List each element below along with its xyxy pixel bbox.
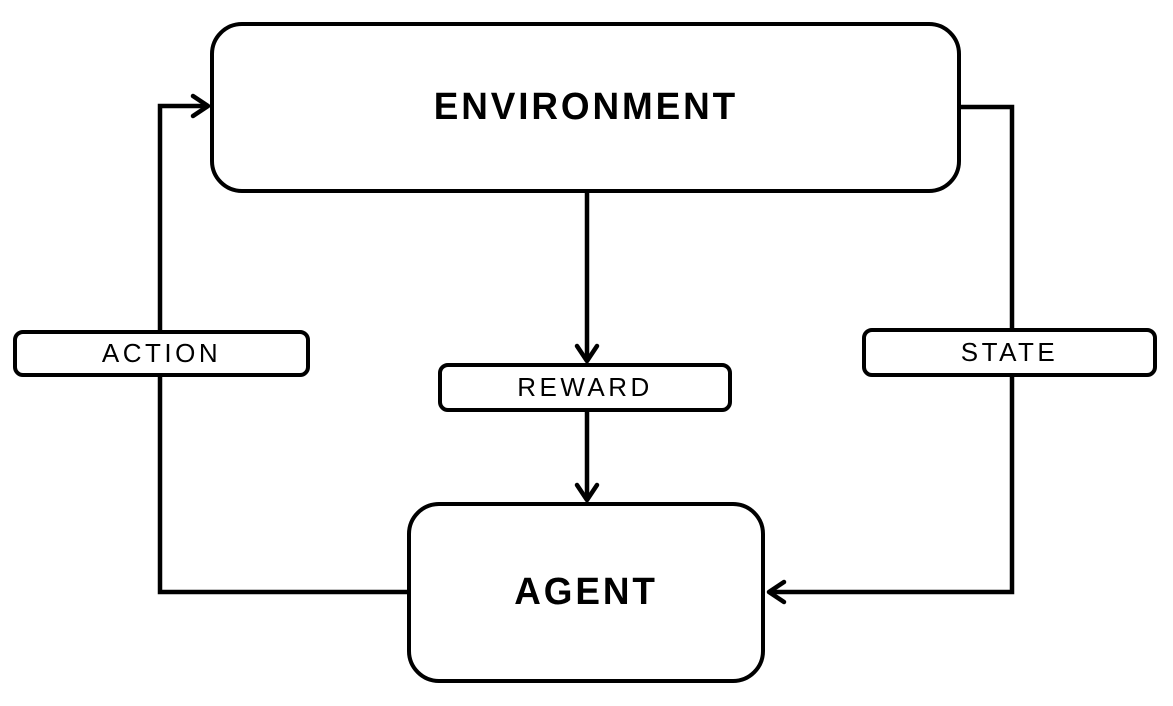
reward-arrowhead-bottom-icon: [574, 482, 600, 503]
action-arrowhead-icon: [190, 93, 211, 119]
reward-arrowhead-top-icon: [574, 343, 600, 364]
state-label: STATE: [960, 337, 1059, 367]
environment-node: ENVIRONMENT: [210, 22, 961, 193]
state-label-node: STATE: [862, 328, 1157, 377]
action-label: ACTION: [101, 338, 222, 368]
environment-label: ENVIRONMENT: [433, 86, 738, 128]
action-label-node: ACTION: [13, 330, 310, 377]
state-arrowhead-icon: [766, 579, 787, 605]
agent-node: AGENT: [407, 502, 765, 683]
reward-label: REWARD: [517, 372, 653, 402]
reward-label-node: REWARD: [438, 363, 732, 412]
agent-label: AGENT: [514, 571, 658, 613]
